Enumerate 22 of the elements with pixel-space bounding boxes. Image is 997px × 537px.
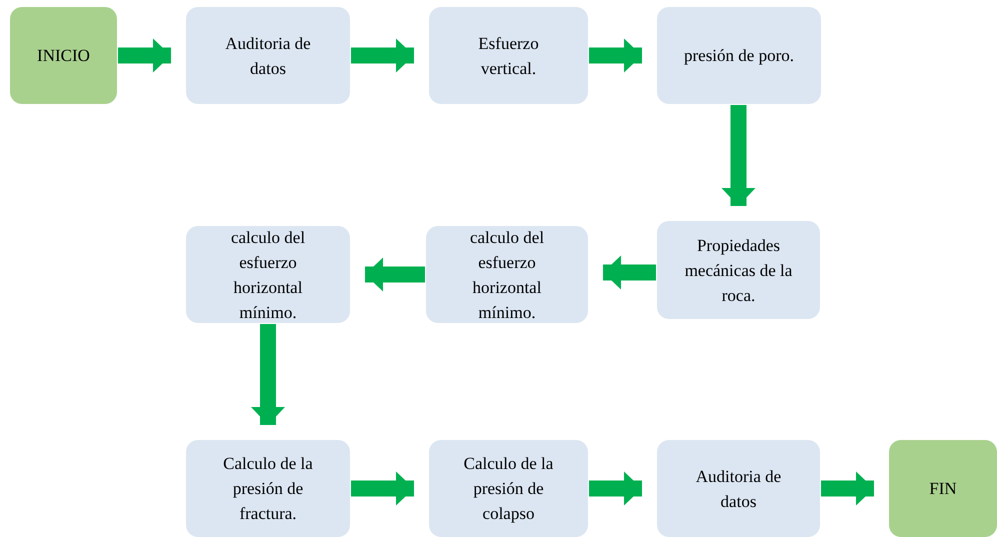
process-box xyxy=(186,226,350,323)
box-label: Esfuerzo vertical. xyxy=(477,32,540,80)
box-label: FIN xyxy=(929,478,957,500)
process-box xyxy=(429,440,588,537)
process-box xyxy=(657,221,820,319)
box-label: Calculo de la presión de colapso xyxy=(462,453,554,525)
box-label: Auditoria de datos xyxy=(224,32,312,80)
terminal-box xyxy=(10,7,117,104)
terminal-box xyxy=(889,440,997,537)
process-box xyxy=(426,226,588,323)
process-box xyxy=(657,440,820,537)
process-box xyxy=(429,7,588,104)
process-box xyxy=(186,440,350,537)
box-label: calculo del esfuerzo horizontal mínimo. xyxy=(468,226,546,324)
box-label: Auditoria de datos xyxy=(694,466,782,512)
process-box xyxy=(186,7,350,104)
box-label: Calculo de la presión de fractura. xyxy=(222,453,314,525)
box-label: Propiedades mecánicas de la roca. xyxy=(684,234,794,306)
box-label: calculo del esfuerzo horizontal mínimo. xyxy=(230,226,306,324)
box-label: INICIO xyxy=(37,45,90,67)
box-label: presión de poro. xyxy=(684,45,794,67)
process-box xyxy=(657,7,821,104)
